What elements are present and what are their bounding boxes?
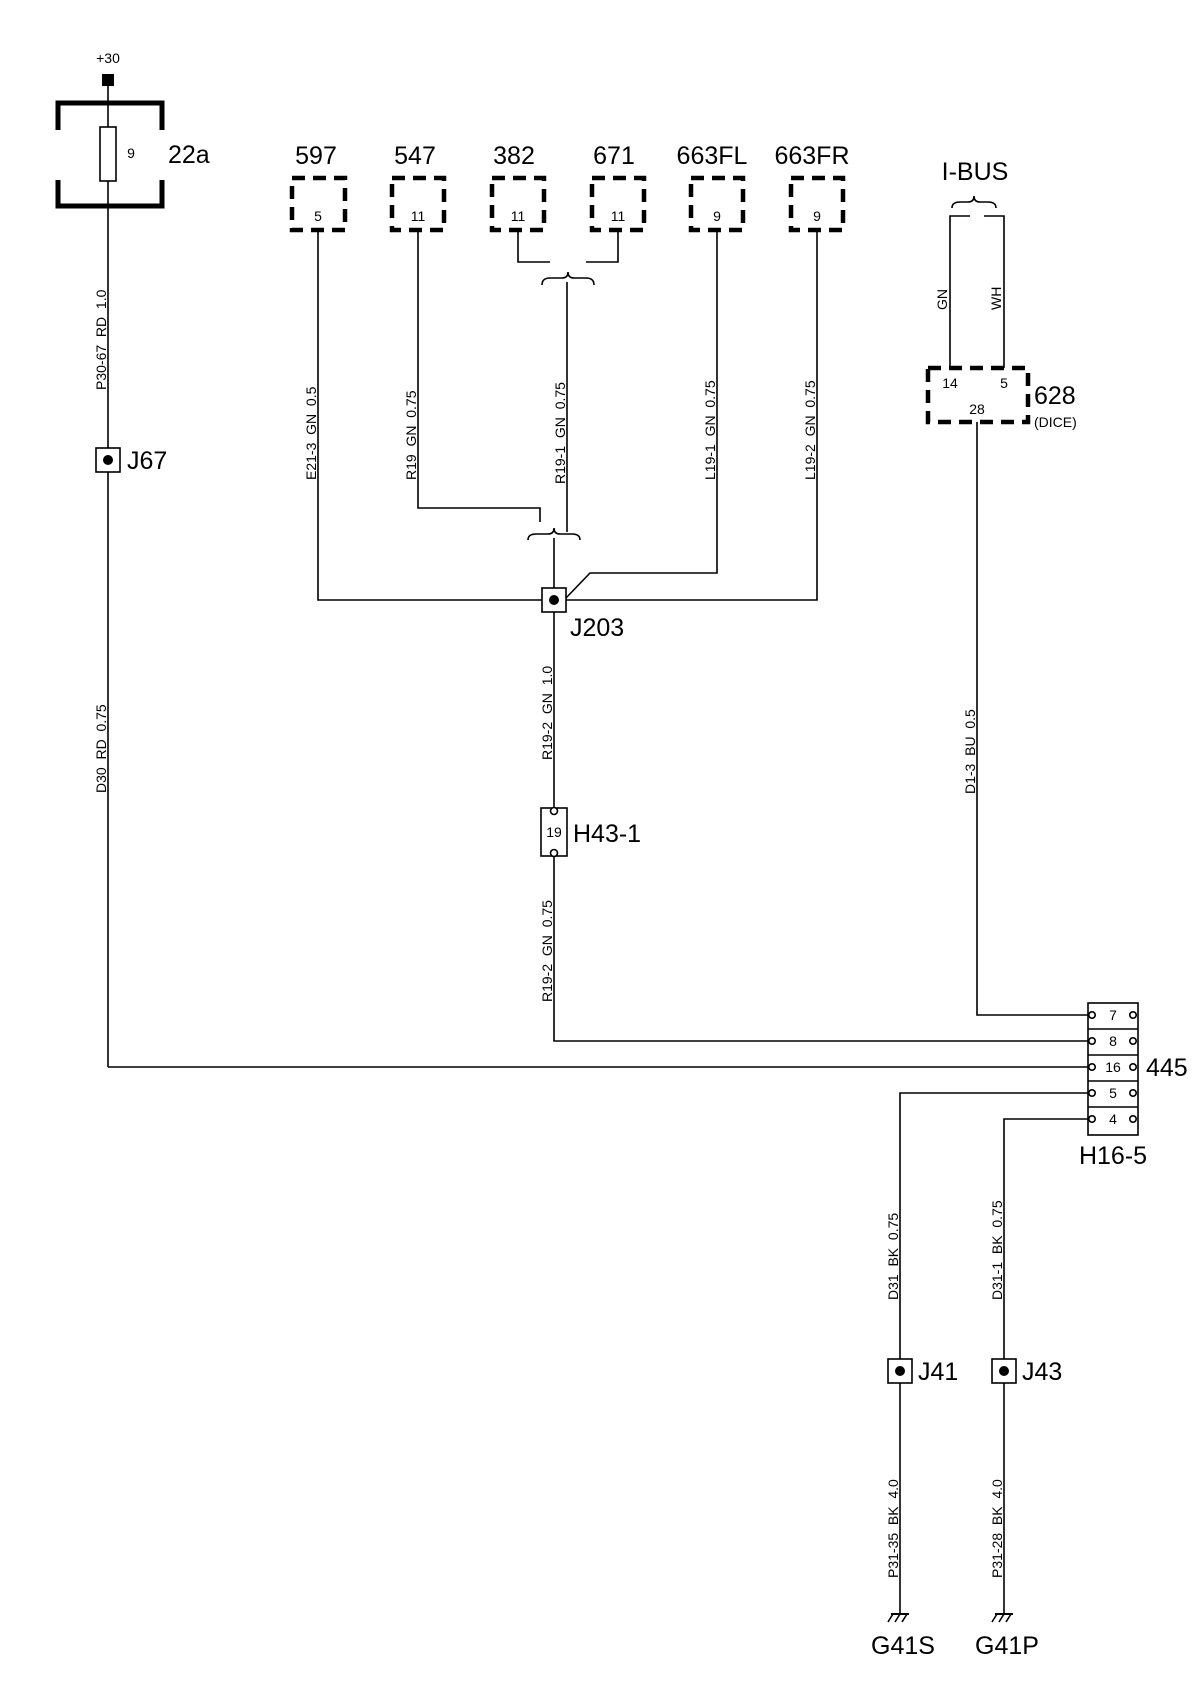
connector-445-label: 445 [1146,1054,1188,1082]
ibus-label: I-BUS [942,158,1009,186]
module-597-pin: 5 [314,208,322,224]
module-663fl: 663FL 9 [677,142,748,233]
wire-label-d30: D30 RD 0.75 [93,704,109,793]
module-671-label: 671 [593,142,635,170]
module-628-label: 628 [1034,382,1076,410]
diagnostic-connector-445: 7 8 16 5 4 445 H16-5 [1079,1002,1188,1170]
ground-g41s-icon: G41S [871,1613,935,1660]
module-663fl-label: 663FL [677,142,748,170]
ground-g41p-icon: G41P [975,1613,1039,1660]
wire-label-l19-2: L19-2 GN 0.75 [802,380,818,480]
connector-445-sublabel: H16-5 [1079,1142,1147,1170]
wire-label-p31-28: P31-28 BK 4.0 [989,1479,1005,1578]
module-382-label: 382 [493,142,535,170]
ground-g41s-label: G41S [871,1632,935,1660]
module-547: 547 11 [389,142,447,233]
fuse-pin: 9 [127,145,135,161]
module-671: 671 11 [589,142,647,233]
module-663fr-label: 663FR [774,142,849,170]
connector-h43-1-pin: 19 [546,824,562,840]
splice-j41-label: J41 [918,1358,958,1386]
module-628-pin-14: 14 [942,375,958,391]
module-547-label: 547 [394,142,436,170]
wire-label-d31-1: D31-1 BK 0.75 [989,1200,1005,1300]
connector-445-pin-8: 8 [1109,1033,1117,1049]
wire-label-r19-2-upper: R19-2 GN 1.0 [539,666,555,760]
wire-label-e21-3: E21-3 GN 0.5 [303,386,319,480]
fuse-label: 22a [168,141,210,169]
module-597: 597 5 [289,142,348,233]
splice-j43-label: J43 [1022,1358,1062,1386]
wire-label-p31-35: P31-35 BK 4.0 [885,1479,901,1578]
supply-label: +30 [96,50,120,66]
module-382: 382 11 [489,142,547,233]
connector-h43-1: 19 H43-1 [540,806,641,858]
splice-j67-label: J67 [127,447,167,475]
ground-g41p-label: G41P [975,1632,1039,1660]
wire-label-d31: D31 BK 0.75 [885,1213,901,1300]
connector-445-pin-7: 7 [1109,1007,1117,1023]
splice-j203-label: J203 [570,614,624,642]
module-671-pin: 11 [611,208,626,224]
module-663fl-pin: 9 [713,208,721,224]
module-628-pin-5: 5 [1000,375,1008,391]
splice-j67: J67 [95,447,167,475]
splice-j41: J41 [887,1358,958,1386]
ibus-wire-gn: GN [934,289,950,310]
wire-label-p30-67: P30-67 RD 1.0 [93,289,109,390]
module-547-pin: 11 [411,208,426,224]
module-628-pin-28: 28 [969,401,985,417]
fuse-22a: 9 22a [54,100,210,209]
ibus-wire-wh: WH [988,287,1004,310]
module-597-label: 597 [295,142,337,170]
wire-label-r19-2-lower: R19-2 GN 0.75 [539,900,555,1002]
connector-445-pin-5: 5 [1109,1085,1117,1101]
splice-j203: J203 [541,587,624,642]
splice-j43: J43 [991,1358,1062,1386]
wire-label-r19-1: R19-1 GN 0.75 [552,382,568,484]
module-663fr-pin: 9 [813,208,821,224]
module-628-sublabel: (DICE) [1034,414,1077,430]
wire-label-d1-3: D1-3 BU 0.5 [962,709,978,794]
module-663fr: 663FR 9 [774,142,850,233]
wire-label-l19-1: L19-1 GN 0.75 [702,380,718,480]
module-382-pin: 11 [511,208,526,224]
wire-label-r19: R19 GN 0.75 [403,390,419,480]
connector-445-pin-16: 16 [1105,1059,1121,1075]
module-628: 14 5 28 628 (DICE) [925,365,1077,430]
connector-445-pin-4: 4 [1109,1111,1117,1127]
connector-h43-1-label: H43-1 [573,820,641,848]
ibus-group: I-BUS GN WH [934,158,1008,368]
supply-terminal: +30 [96,50,120,86]
